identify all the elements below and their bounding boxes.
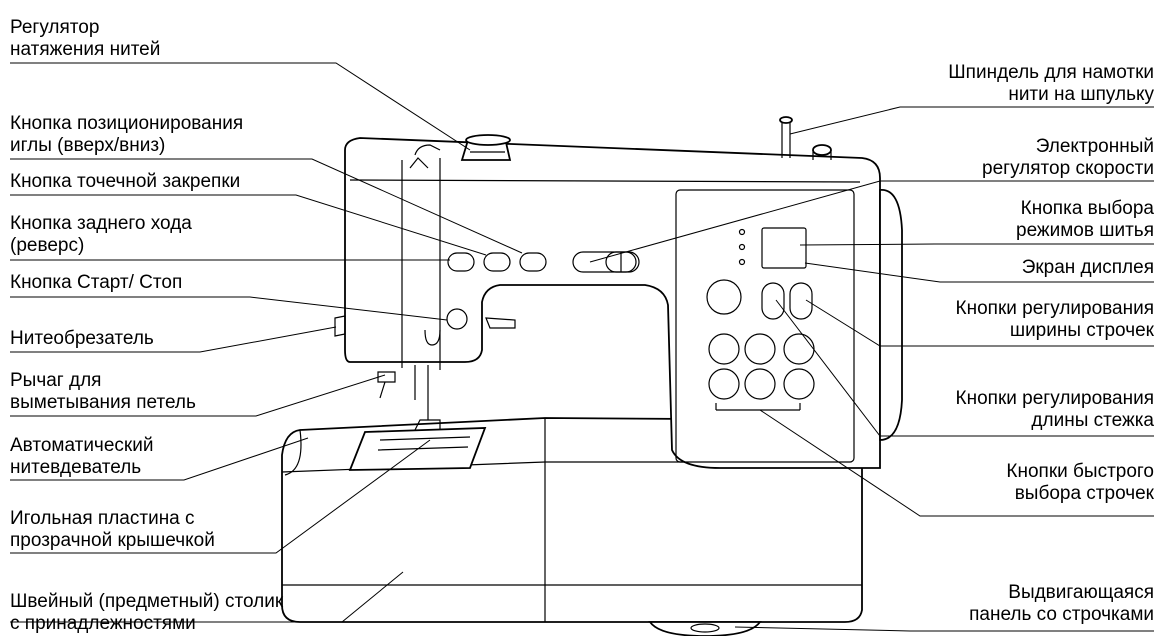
label-mode-button: Кнопка выбора режимов шитья — [1016, 198, 1154, 241]
machine-drawing — [281, 116, 903, 636]
label-needle-position-button: Кнопка позиционирования иглы (вверх/вниз… — [10, 113, 244, 156]
leader-lines — [10, 62, 1154, 632]
label-tack-button: Кнопка точечной закрепки — [10, 171, 241, 192]
label-reverse-button: Кнопка заднего хода (реверс) — [10, 213, 192, 256]
label-stitch-panel: Выдвигающаяся панель со строчками — [969, 582, 1154, 625]
label-start-stop-button: Кнопка Старт/ Стоп — [10, 272, 183, 293]
label-needle-plate: Игольная пластина с прозрачной крышечкой — [10, 508, 215, 551]
label-quick-buttons: Кнопки быстрого выбора строчек — [1006, 461, 1154, 504]
label-bobbin-winder: Шпиндель для намотки нити на шпульку — [948, 62, 1154, 105]
label-display: Экран дисплея — [1021, 257, 1154, 278]
label-sewing-table: Швейный (предметный) столик с принадлежн… — [10, 591, 284, 634]
label-thread-cutter: Нитеобрезатель — [10, 328, 154, 349]
label-buttonhole-lever: Рычаг для выметывания петель — [10, 370, 196, 413]
label-thread-tension: Регулятор натяжения нитей — [10, 17, 161, 60]
label-length-buttons: Кнопки регулирования длины стежка — [955, 388, 1154, 431]
label-width-buttons: Кнопки регулирования ширины строчек — [955, 298, 1154, 341]
label-auto-threader: Автоматический нитевдеватель — [10, 435, 154, 478]
label-speed-regulator: Электронный регулятор скорости — [982, 136, 1154, 179]
